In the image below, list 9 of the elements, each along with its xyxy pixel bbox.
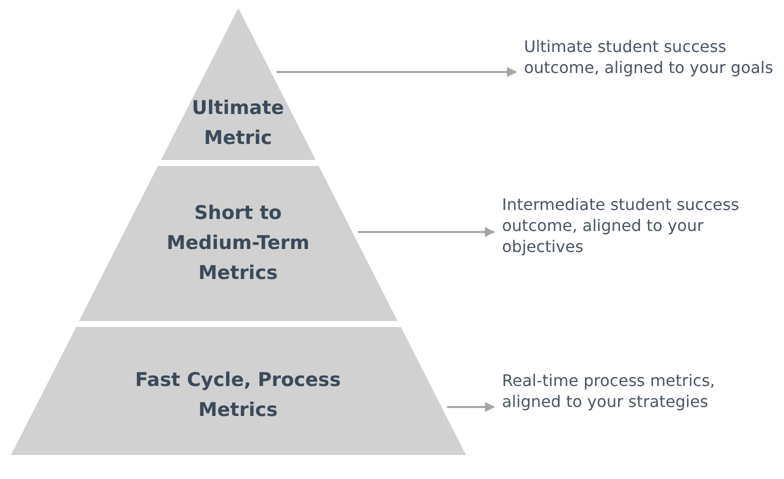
arrow — [447, 402, 495, 412]
layer-title: Fast Cycle, Process Metrics — [134, 368, 342, 423]
description-text: Ultimate student success outcome, aligned to your goals — [524, 36, 774, 78]
arrow — [358, 227, 495, 237]
arrow — [276, 67, 517, 77]
layer-title: Short to Medium-Term Metrics — [166, 201, 310, 286]
description-text: Intermediate student success outcome, aligned to your objectives — [502, 194, 772, 257]
layer-title: Ultimate Metric — [190, 96, 286, 151]
description-text: Real-time process metrics, aligned to your strategies — [502, 370, 752, 412]
